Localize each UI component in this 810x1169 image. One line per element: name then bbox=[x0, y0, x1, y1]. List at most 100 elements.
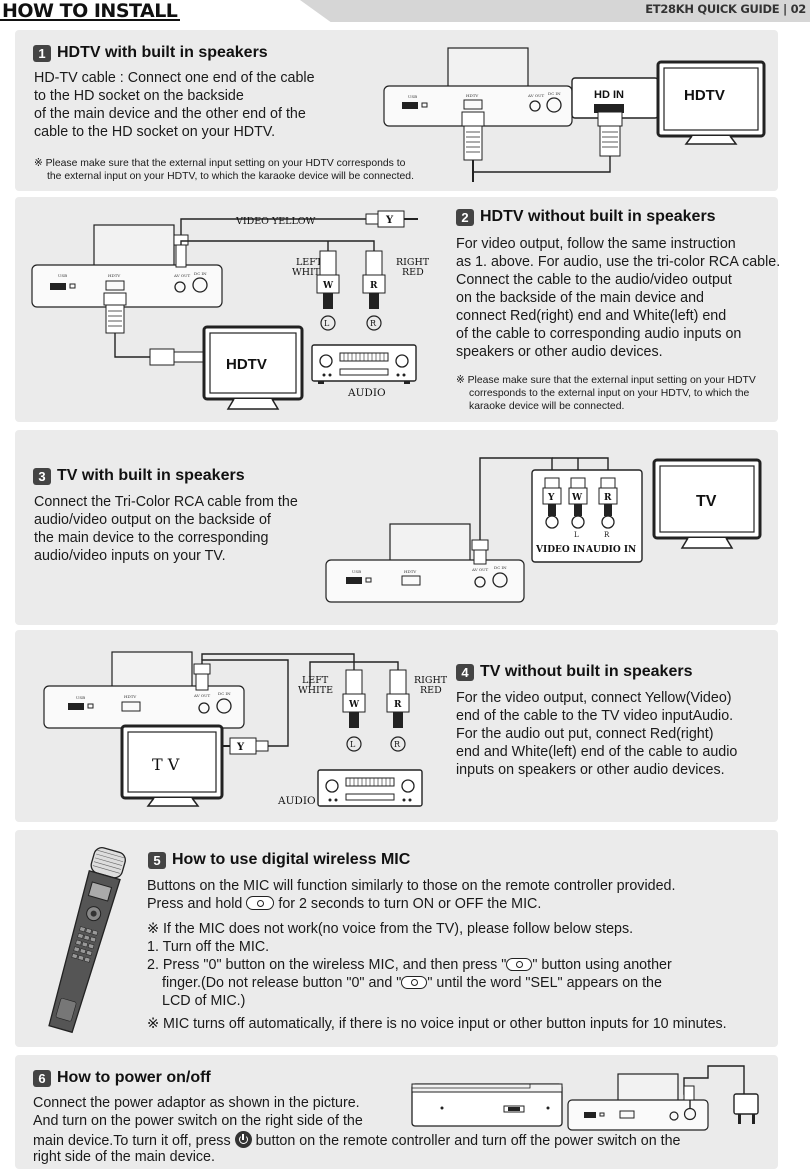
karaoke-device-icon: USB HDTV AV OUT DC IN bbox=[325, 523, 525, 603]
mic-power-button-icon bbox=[246, 896, 275, 910]
body-line: the main device to the corresponding bbox=[34, 530, 269, 546]
note-line: ※ Please make sure that the external inp… bbox=[456, 375, 756, 386]
usb-port-label: USB bbox=[408, 94, 417, 99]
body-line: Connect the cable to the audio/video out… bbox=[456, 272, 732, 288]
avout-port-label: AV OUT bbox=[193, 693, 211, 698]
hdmi-cable bbox=[473, 142, 611, 173]
mic-line: Press and hold for 2 seconds to turn ON … bbox=[147, 896, 541, 914]
section-4-illustration: USB HDTV AV OUT DC IN LEFT WHITE RIGHT R… bbox=[43, 651, 448, 807]
mic-line: ※ If the MIC does not work(no voice from… bbox=[147, 921, 634, 937]
section-number-badge: 1 bbox=[33, 44, 51, 62]
plug-letter: R bbox=[370, 319, 377, 328]
mic-line: 1. Turn off the MIC. bbox=[147, 939, 270, 955]
section-number-badge: 2 bbox=[456, 208, 474, 226]
hdmi-plug-icon bbox=[461, 111, 485, 182]
white-label: WHITE bbox=[298, 685, 333, 696]
power-button-icon bbox=[234, 1131, 252, 1148]
note-line: the external input on your HDTV, to whic… bbox=[47, 171, 414, 182]
hdtv-port-label: HDTV bbox=[108, 273, 120, 278]
avout-port-label: AV OUT bbox=[173, 273, 191, 278]
text-fragment: button on the remote controller and turn… bbox=[255, 1133, 681, 1149]
usb-port-label: USB bbox=[76, 695, 85, 700]
audio-cable bbox=[180, 240, 375, 251]
section-3-body: Connect the Tri-Color RCA cable from the… bbox=[34, 493, 298, 565]
white-label: WHITE bbox=[292, 267, 327, 278]
text-fragment: for 2 seconds to turn ON or OFF the MIC. bbox=[278, 896, 542, 912]
mic-power-button-icon bbox=[506, 958, 533, 971]
plug-letter: L bbox=[324, 319, 330, 328]
hdmi-plug-icon bbox=[103, 292, 205, 366]
text-fragment: " until the word "SEL" appears on the bbox=[427, 975, 662, 991]
text-fragment: finger.(Do not release button "0" and " bbox=[162, 975, 402, 991]
body-line: cable to the HD socket on your HDTV. bbox=[34, 124, 276, 140]
hdtv-port-label: HDTV bbox=[466, 93, 478, 98]
plug-letter: L bbox=[574, 531, 579, 539]
body-line: connect Red(right) end and White(left) e… bbox=[456, 308, 727, 324]
hdtv-port-label: HDTV bbox=[124, 694, 136, 699]
audio-receiver-icon bbox=[317, 769, 423, 807]
section-title-text: How to use digital wireless MIC bbox=[172, 851, 411, 868]
body-line: end of the cable to the TV video inputAu… bbox=[456, 708, 734, 724]
red-label: RED bbox=[402, 267, 424, 278]
tv-icon: T V bbox=[120, 724, 224, 807]
page-title: HOW TO INSTALL bbox=[2, 0, 178, 22]
video-yellow-label: VIDEO YELLOW bbox=[235, 216, 316, 227]
mic-line: finger.(Do not release button "0" and " "… bbox=[162, 975, 662, 993]
section-6-title: 6 How to power on/off bbox=[33, 1069, 211, 1087]
plug-letter: R bbox=[394, 740, 401, 749]
power-line: And turn on the power switch on the righ… bbox=[33, 1113, 363, 1129]
tv-label: HDTV bbox=[226, 356, 267, 373]
hdtv-icon: HDTV bbox=[202, 325, 304, 410]
right-label: RIGHT bbox=[396, 257, 430, 268]
white-plug-icon: W L bbox=[316, 250, 340, 331]
plug-letter: W bbox=[348, 700, 360, 710]
text-fragment: Press and hold bbox=[147, 896, 243, 912]
plug-letter: Y bbox=[236, 742, 245, 753]
plug-letter: Y bbox=[547, 493, 555, 503]
body-line: For the video output, connect Yellow(Vid… bbox=[456, 690, 732, 706]
section-4-body: For the video output, connect Yellow(Vid… bbox=[456, 689, 737, 779]
left-label: LEFT bbox=[296, 257, 323, 268]
mic-line: 2. Press "0" button on the wireless MIC,… bbox=[147, 957, 672, 975]
dcin-port-label: DC IN bbox=[194, 271, 207, 276]
body-line: of the main device and the other end of … bbox=[34, 106, 306, 122]
right-label: RIGHT bbox=[414, 675, 448, 686]
text-fragment: " button using another bbox=[532, 957, 672, 973]
plug-letter: R bbox=[604, 531, 610, 539]
section-number-badge: 5 bbox=[148, 851, 166, 869]
header-tab-shape bbox=[300, 0, 810, 22]
mic-line: Buttons on the MIC will function similar… bbox=[147, 878, 676, 894]
section-3-title: 3 TV with built in speakers bbox=[33, 467, 245, 485]
red-plug-icon: R R bbox=[386, 669, 410, 752]
section-title-text: TV without built in speakers bbox=[480, 663, 693, 680]
body-line: as 1. above. For audio, use the tri-colo… bbox=[456, 254, 781, 270]
body-line: on the backside of the main device and bbox=[456, 290, 704, 306]
section-5-title: 5 How to use digital wireless MIC bbox=[148, 851, 410, 869]
plug-letter: R bbox=[394, 700, 402, 710]
section-2-note: ※ Please make sure that the external inp… bbox=[456, 374, 756, 413]
red-label: RED bbox=[420, 685, 442, 696]
body-line: audio/video output on the backside of bbox=[34, 512, 271, 528]
note-line: corresponds to the external input on you… bbox=[469, 388, 750, 399]
plug-letter: Y bbox=[385, 215, 394, 226]
section-title-text: TV with built in speakers bbox=[57, 467, 245, 484]
section-2-body: For video output, follow the same instru… bbox=[456, 235, 780, 361]
power-adapter-icon bbox=[683, 1065, 759, 1124]
audio-in-label: AUDIO IN bbox=[585, 545, 636, 555]
dcin-port-label: DC IN bbox=[548, 91, 561, 96]
video-in-label: VIDEO IN bbox=[535, 545, 585, 555]
plug-letter: R bbox=[604, 493, 612, 503]
section-4-title: 4 TV without built in speakers bbox=[456, 663, 692, 681]
hdtv-icon: HDTV bbox=[656, 60, 766, 145]
body-line: For video output, follow the same instru… bbox=[456, 236, 736, 252]
body-line: Connect the Tri-Color RCA cable from the bbox=[34, 494, 298, 510]
body-line: For the audio out put, connect Red(right… bbox=[456, 726, 714, 742]
yellow-plug-icon: Y bbox=[216, 737, 269, 755]
tv-label: T V bbox=[152, 755, 180, 774]
title-underline bbox=[0, 19, 180, 21]
audio-label: AUDIO bbox=[277, 795, 316, 807]
plug-letter: R bbox=[370, 281, 378, 291]
rca-plug-icon bbox=[471, 457, 609, 565]
av-input-panel-icon: Y W R L R VIDEO IN AUDIO IN bbox=[531, 469, 643, 563]
text-fragment: 2. Press "0" button on the wireless MIC,… bbox=[147, 957, 507, 973]
